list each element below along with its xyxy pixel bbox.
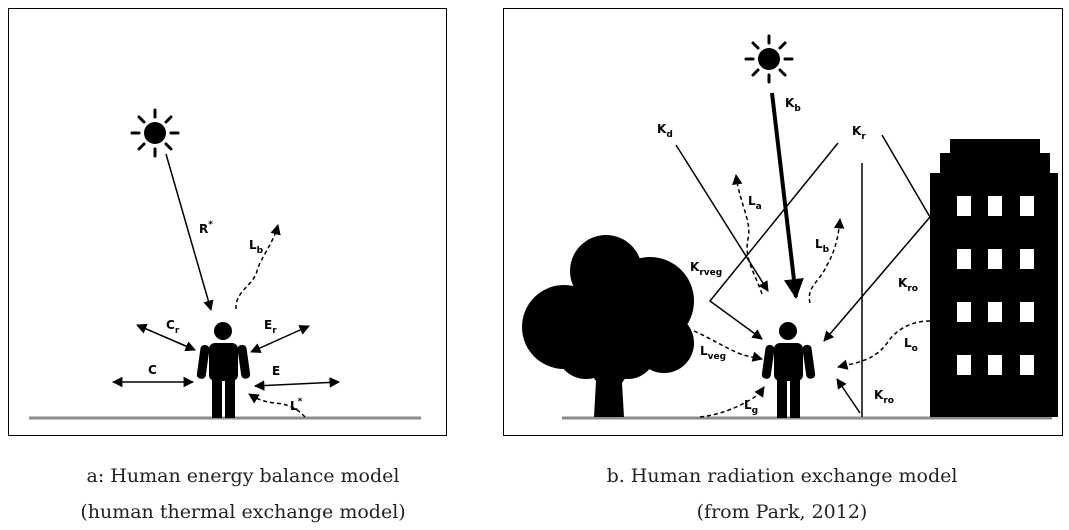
label-er: Er [264, 318, 277, 336]
building-windows [957, 196, 1034, 375]
caption-a-line1: a: Human energy balance model [86, 465, 400, 487]
label-kro-lower: Kro [874, 388, 894, 406]
kb-arrow [770, 92, 804, 299]
label-e: E [272, 364, 280, 378]
caption-a-line2: (human thermal exchange model) [80, 501, 406, 523]
person-icon [761, 322, 816, 418]
building-icon [930, 139, 1058, 417]
label-lb: Lb [249, 238, 264, 256]
radiation-exchange-diagram: Kb Kd Kr La Lb Krveg Kro Lveg Lo Lg Kro [522, 34, 1058, 420]
label-lo: Lo [904, 336, 918, 354]
e-arrow [253, 377, 341, 391]
kr-arrow [823, 134, 931, 342]
caption-b-line2: (from Park, 2012) [696, 501, 868, 523]
label-c: C [148, 363, 157, 377]
label-kb: Kb [785, 96, 801, 114]
label-la: La [748, 194, 762, 212]
label-lb: Lb [815, 237, 830, 255]
label-cr: Cr [166, 318, 180, 336]
label-r-star: R* [199, 220, 213, 236]
label-kro-upper: Kro [898, 276, 918, 294]
caption-b-line1: b. Human radiation exchange model [606, 465, 958, 487]
la-dashed-arrow [732, 173, 763, 295]
label-kd: Kd [657, 122, 673, 140]
label-kr: Kr [852, 124, 866, 142]
caption-radiation-exchange: b. Human radiation exchange model (from … [503, 458, 1061, 530]
caption-energy-balance: a: Human energy balance model (human the… [8, 458, 478, 530]
kro-lower-arrow [836, 378, 861, 414]
kd-arrow [675, 144, 769, 292]
label-l-star: L* [290, 397, 303, 413]
krveg-arrow [708, 142, 839, 340]
sun-icon [130, 108, 180, 158]
sun-icon [744, 34, 794, 84]
tree-icon [522, 235, 694, 417]
energy-balance-diagram: R* Lb Cr Er C E L* [29, 108, 421, 420]
lb-dashed-arrow [235, 223, 281, 310]
r-star-arrow [165, 153, 214, 312]
lo-dashed-arrow [836, 320, 931, 370]
cr-arrow [136, 323, 196, 352]
er-arrow [250, 325, 310, 353]
lg-dashed-arrow [699, 386, 765, 418]
lb-dashed-arrow [808, 217, 845, 304]
label-lveg: Lveg [700, 344, 726, 362]
label-krveg: Krveg [690, 260, 722, 278]
lveg-dashed-arrow [693, 330, 764, 362]
energy-balance-panel: R* Lb Cr Er C E L* [8, 8, 447, 436]
person-icon [196, 322, 251, 418]
label-lg: Lg [744, 398, 758, 416]
radiation-exchange-panel: Kb Kd Kr La Lb Krveg Kro Lveg Lo Lg Kro [503, 8, 1063, 436]
